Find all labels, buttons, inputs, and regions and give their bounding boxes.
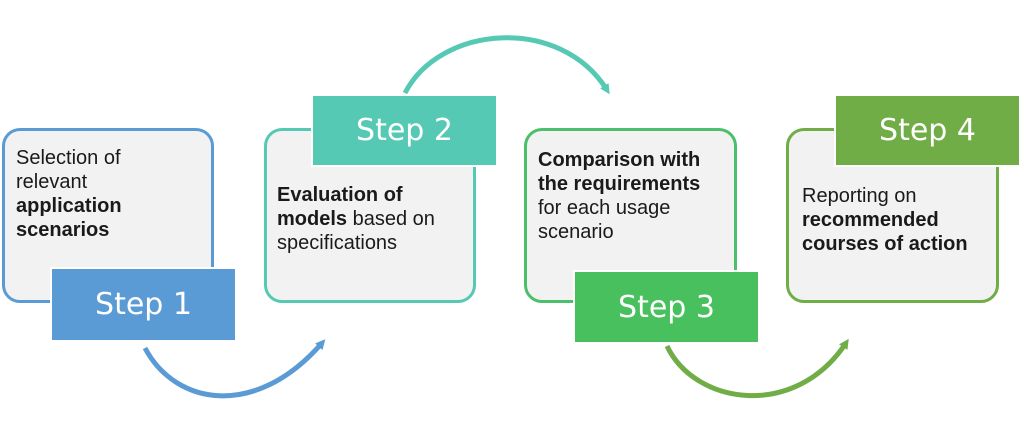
bold-text: application: [16, 195, 122, 217]
text-line: scenarios: [16, 218, 206, 242]
text-line: recommended: [802, 208, 997, 232]
arrow-step1-to-step2: [142, 339, 326, 399]
text-line: Comparison with: [538, 148, 733, 172]
text-line: for each usage: [538, 196, 733, 220]
text: relevant: [16, 171, 88, 193]
text: specifications: [277, 232, 398, 254]
text-line: the requirements: [538, 172, 733, 196]
arrow-step3-to-step4: [664, 338, 849, 399]
bold-text: recommended: [802, 209, 939, 231]
text-line: Reporting on: [802, 184, 997, 208]
text: Reporting on: [802, 185, 917, 207]
bold-text: the requirements: [538, 173, 701, 195]
text-line: relevant: [16, 170, 206, 194]
step-4-label: Step 4: [834, 94, 1021, 167]
text-line: Selection of: [16, 146, 206, 170]
bold-text: scenarios: [16, 219, 110, 241]
bold-text: courses of action: [802, 233, 968, 255]
text: Selection of: [16, 147, 121, 169]
text-line: scenario: [538, 220, 733, 244]
bold-text: Evaluation of: [277, 184, 403, 206]
arrow-step2-to-step3: [402, 35, 610, 95]
text-line: courses of action: [802, 232, 997, 256]
text-line: models based on: [277, 207, 472, 231]
step-3-label: Step 3: [573, 270, 760, 344]
text-line: application: [16, 194, 206, 218]
text-line: Evaluation of: [277, 183, 472, 207]
bold-text: Comparison with: [538, 149, 701, 171]
text: scenario: [538, 221, 614, 243]
text: based on: [347, 208, 435, 230]
text: for each usage: [538, 197, 671, 219]
text-line: specifications: [277, 231, 472, 255]
bold-text: models: [277, 208, 348, 230]
step-2-label: Step 2: [311, 94, 498, 167]
step-1-label: Step 1: [50, 267, 237, 342]
